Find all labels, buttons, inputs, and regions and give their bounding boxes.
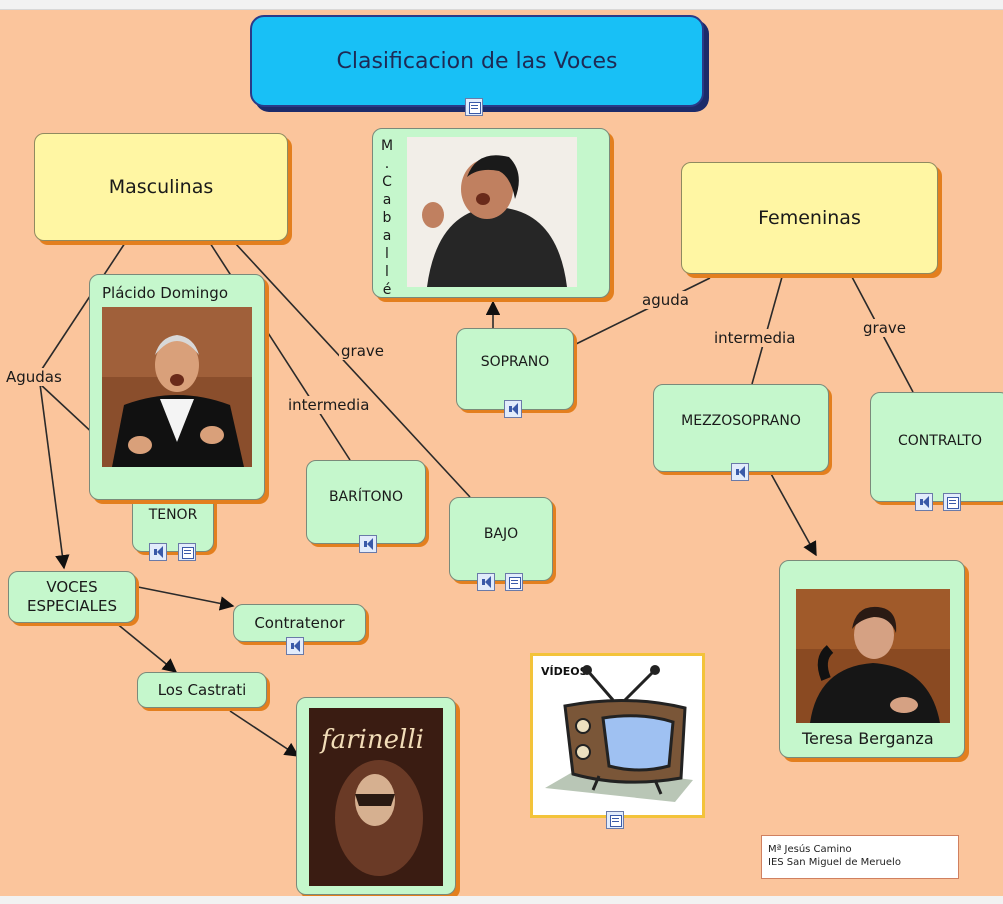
contratenor-node: Contratenor [233, 604, 366, 642]
berganza-photo[interactable] [796, 589, 950, 723]
speaker-icon[interactable] [915, 493, 933, 511]
bajo-node: BAJO [449, 497, 553, 581]
farinelli-poster-frame: farinelli [296, 697, 456, 895]
link-label-grave-m: grave [339, 342, 386, 360]
contralto-node: CONTRALTO [870, 392, 1003, 502]
credit-box: Mª Jesús Camino IES San Miguel de Meruel… [761, 835, 959, 879]
link-mezzo-berganza [769, 471, 817, 557]
soprano-node: SOPRANO [456, 328, 574, 410]
link-castrati-farinelli [229, 710, 300, 757]
placido-domingo-photo[interactable] [102, 307, 252, 467]
link-label-aguda-f: aguda [640, 291, 691, 309]
document-icon[interactable] [505, 573, 523, 591]
speaker-icon[interactable] [504, 400, 522, 418]
link-label-intermedia-m: intermedia [286, 396, 372, 414]
speaker-icon[interactable] [477, 573, 495, 591]
tv-illustration [545, 665, 693, 802]
caballe-photo[interactable] [407, 137, 577, 287]
farinelli-title: farinelli [319, 725, 424, 755]
berganza-caption: Teresa Berganza [802, 729, 934, 748]
berganza-photo-frame: Teresa Berganza [779, 560, 965, 758]
document-icon[interactable] [606, 811, 624, 829]
document-icon[interactable] [178, 543, 196, 561]
videos-label: VÍDEOS [541, 665, 588, 678]
videos-frame[interactable]: VÍDEOS [530, 653, 705, 818]
link-especiales-contratenor [127, 584, 235, 611]
link-label-intermedia-f: intermedia [712, 329, 798, 347]
link-masc-grave [234, 242, 471, 498]
castrati-node: Los Castrati [137, 672, 267, 708]
document-icon[interactable] [465, 98, 483, 116]
voces-especiales-node: VOCES ESPECIALES [8, 571, 136, 623]
speaker-icon[interactable] [149, 543, 167, 561]
placido-domingo-caption: Plácido Domingo [102, 284, 228, 302]
speaker-icon[interactable] [359, 535, 377, 553]
link-agudas-especiales [39, 383, 70, 570]
credit-author: Mª Jesús Camino [768, 844, 852, 855]
femeninas-node: Femeninas [681, 162, 938, 274]
masculinas-node: Masculinas [34, 133, 288, 241]
baritono-node: BARÍTONO [306, 460, 426, 544]
link-label-agudas: Agudas [4, 368, 64, 386]
tenor-label: TENOR [148, 507, 198, 523]
link-soprano-aguda [573, 277, 711, 346]
top-bar [0, 0, 1003, 10]
map-title: Clasificacion de las Voces [250, 15, 704, 107]
link-label-grave-f: grave [861, 319, 908, 337]
document-icon[interactable] [943, 493, 961, 511]
speaker-icon[interactable] [731, 463, 749, 481]
speaker-icon[interactable] [286, 637, 304, 655]
link-especiales-castrati [109, 617, 178, 673]
credit-school: IES San Miguel de Meruelo [768, 857, 901, 868]
placido-domingo-photo-frame: Plácido Domingo [89, 274, 265, 500]
farinelli-poster[interactable]: farinelli [309, 708, 443, 886]
mezzosoprano-node: MEZZOSOPRANO [653, 384, 829, 472]
link-masc-agudas [39, 242, 126, 373]
bottom-bar [0, 896, 1003, 904]
